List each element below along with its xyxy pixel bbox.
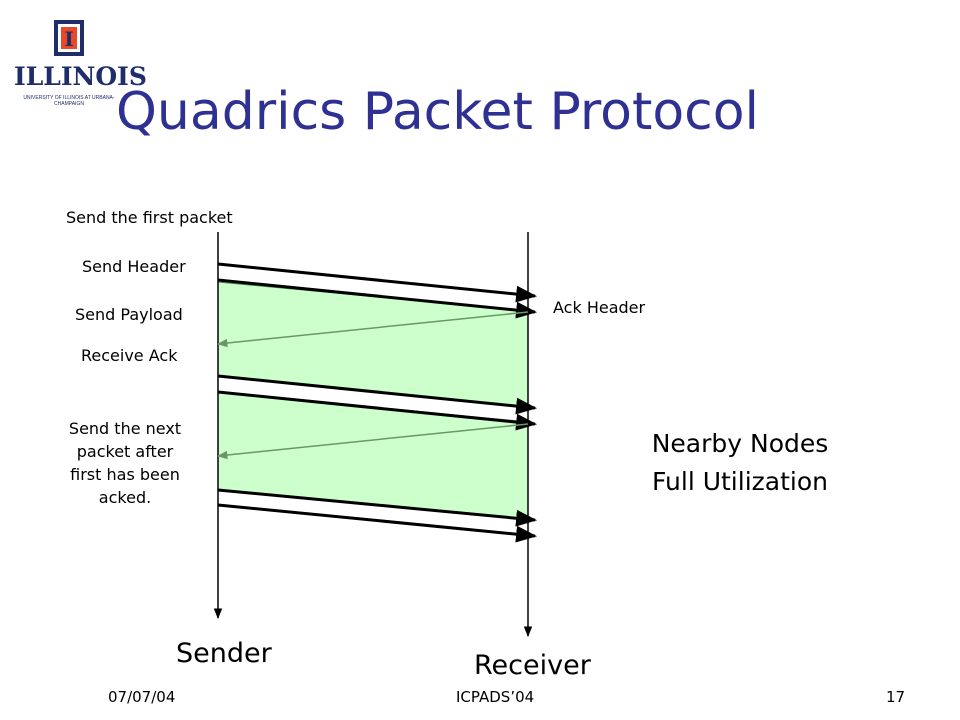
label-send-next-packet: Send the next packet after first has bee…	[50, 417, 200, 509]
footer-venue: ICPADS’04	[456, 688, 535, 706]
send-next-line-4: acked.	[98, 488, 152, 507]
note-line-2: Full Utilization	[652, 467, 828, 496]
send-next-line-2: packet after	[76, 442, 174, 461]
label-receive-ack: Receive Ack	[81, 346, 178, 365]
sender-label: Sender	[176, 638, 272, 669]
footer-page-number: 17	[886, 688, 906, 706]
note-line-1: Nearby Nodes	[651, 429, 829, 458]
ack2-arrow	[216, 423, 529, 460]
note-nearby-nodes: Nearby Nodes Full Utilization	[620, 425, 860, 501]
packet1-header-arrow	[217, 262, 538, 303]
send-next-line-1: Send the next	[68, 419, 182, 438]
slide-title: Quadrics Packet Protocol	[116, 82, 759, 142]
receiver-label: Receiver	[474, 650, 591, 681]
logo-subtitle: UNIVERSITY OF ILLINOIS AT URBANA-CHAMPAI…	[23, 95, 115, 107]
ack1-arrow	[216, 311, 529, 348]
label-ack-header: Ack Header	[553, 298, 646, 317]
payload-region-first	[217, 281, 529, 409]
packet3-payload-arrow	[217, 503, 538, 543]
footer-date: 07/07/04	[108, 688, 176, 706]
packet3-header-arrow	[217, 488, 538, 527]
logo-block-letter: I	[64, 27, 73, 51]
send-next-line-3: first has been	[70, 465, 180, 484]
label-send-header: Send Header	[82, 257, 186, 276]
label-send-payload: Send Payload	[75, 305, 183, 324]
payload-region-next	[217, 391, 529, 521]
packet2-payload-arrow	[217, 390, 538, 431]
packet1-payload-arrow	[217, 278, 538, 319]
label-send-first-packet: Send the first packet	[66, 208, 233, 227]
illinois-block-i-icon: I	[54, 20, 84, 56]
packet2-header-arrow	[217, 374, 538, 415]
